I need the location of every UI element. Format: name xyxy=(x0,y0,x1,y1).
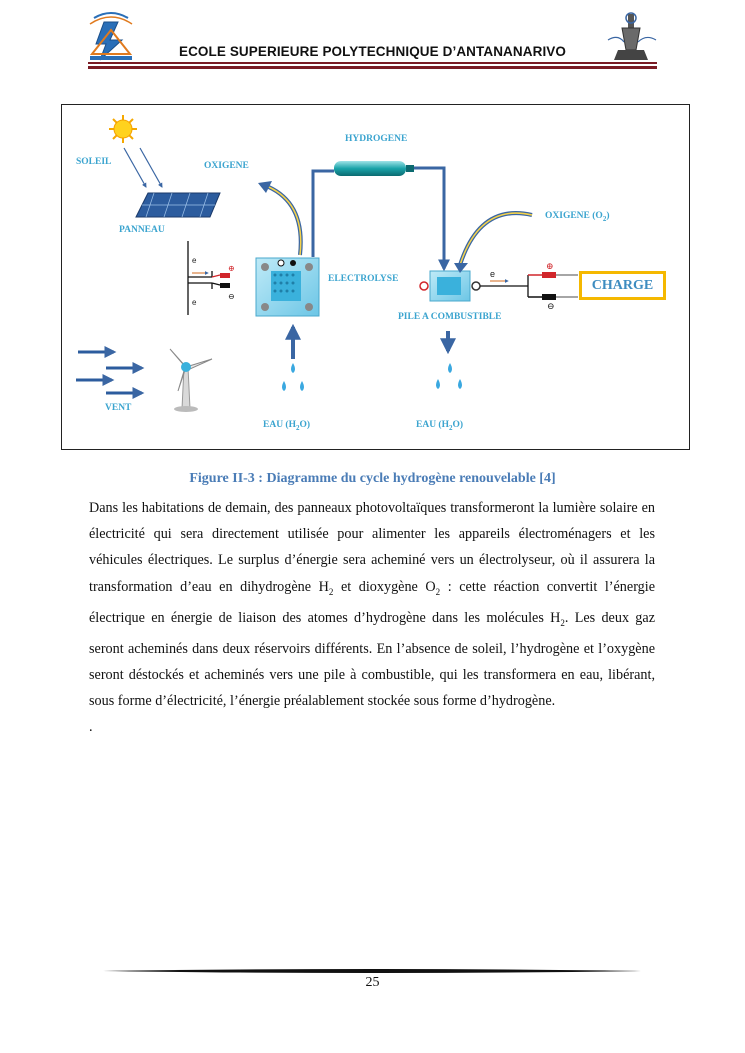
header-rule-thick xyxy=(88,66,657,69)
label-oxigene-o2: OXIGENE (O2) xyxy=(545,211,610,223)
fuel-cell-icon xyxy=(419,270,481,302)
svg-text:⊖: ⊖ xyxy=(228,292,235,301)
label-panneau: PANNEAU xyxy=(119,225,165,235)
svg-text:e: e xyxy=(192,256,197,265)
svg-text:e: e xyxy=(192,298,197,307)
charge-box: CHARGE xyxy=(579,271,666,300)
footer-rule xyxy=(103,969,641,973)
sun-icon xyxy=(109,115,137,143)
label-soleil: SOLEIL xyxy=(76,157,112,167)
electrolyser-icon xyxy=(255,257,320,317)
hydrogen-tank-icon xyxy=(334,161,414,176)
label-pile-a-combustible: PILE A COMBUSTIBLE xyxy=(398,312,502,322)
label-electrolyse: ELECTROLYSE xyxy=(328,274,399,284)
label-oxigene: OXIGENE xyxy=(204,161,249,171)
body-paragraph: Dans les habitations de demain, des pann… xyxy=(89,495,655,740)
solar-panel-icon xyxy=(135,192,221,218)
figure-caption: Figure II-3 : Diagramme du cycle hydrogè… xyxy=(189,471,556,486)
header-title: ECOLE SUPERIEURE POLYTECHNIQUE D’ANTANAN… xyxy=(178,44,567,59)
water-drops-icon xyxy=(282,363,462,391)
svg-text:⊕: ⊕ xyxy=(546,261,554,271)
school-emblem-logo xyxy=(607,12,657,60)
wind-turbine-icon xyxy=(169,348,213,412)
label-eau-right: EAU (H2O) xyxy=(416,420,464,432)
label-vent: VENT xyxy=(105,403,132,413)
page-number: 25 xyxy=(365,975,380,990)
svg-text:⊖: ⊖ xyxy=(547,301,555,311)
university-logo xyxy=(89,12,133,61)
label-eau-left: EAU (H2O) xyxy=(263,420,311,432)
figure-diagram: e e ⊕ ⊖ xyxy=(61,104,690,450)
svg-text:e: e xyxy=(490,269,495,279)
trailing-dot: . xyxy=(89,719,93,736)
svg-text:⊕: ⊕ xyxy=(228,264,235,273)
label-hydrogene: HYDROGENE xyxy=(345,134,408,144)
header-rule xyxy=(88,62,657,64)
diagram-graphics: e e ⊕ ⊖ xyxy=(76,115,578,412)
wind-arrows-icon xyxy=(76,346,145,399)
